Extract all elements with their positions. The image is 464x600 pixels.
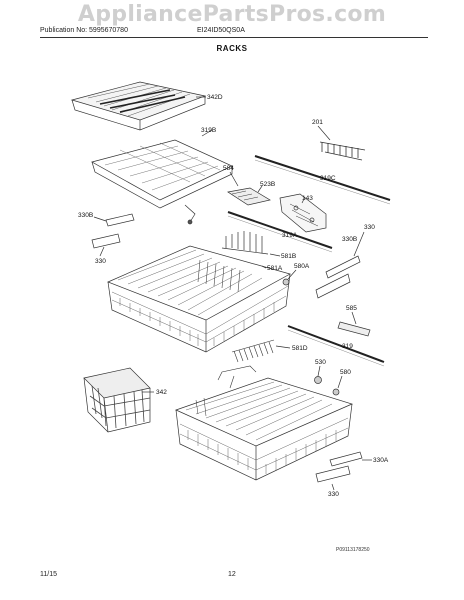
- leader-143: [301, 196, 306, 204]
- upper-dish-rack: [107, 245, 291, 353]
- rack-adjuster-parts: [227, 187, 327, 233]
- label-330-left: 330: [95, 258, 106, 265]
- leader-330B-left: [93, 216, 107, 222]
- diagram-id: P09113178250: [336, 547, 370, 553]
- label-584: 584: [223, 165, 234, 172]
- end-cap-330-left: [91, 233, 121, 249]
- label-319B: 319B: [201, 127, 216, 134]
- watermark: AppliancePartsPros.com: [77, 2, 387, 27]
- rail-319: [287, 325, 385, 363]
- publication-number: Publication No: 5995670780: [40, 27, 128, 34]
- label-580: 580: [340, 369, 351, 376]
- leader-319B: [201, 129, 213, 137]
- label-319C: 319C: [320, 175, 336, 182]
- label-523B: 523B: [260, 181, 275, 188]
- leader-584: [229, 171, 239, 187]
- label-342D: 342D: [207, 94, 223, 101]
- label-530: 530: [315, 359, 326, 366]
- lower-dish-rack: [175, 365, 354, 481]
- label-330A: 330A: [373, 457, 389, 464]
- label-342: 342: [156, 389, 167, 396]
- leader-330-right-top: [353, 231, 365, 257]
- page-number: 12: [228, 571, 236, 578]
- rail-319A: [227, 211, 333, 249]
- part-530: [314, 376, 322, 384]
- end-cap-330-bottom: [315, 465, 351, 483]
- leader-581D: [275, 345, 291, 349]
- label-330B-left: 330B: [78, 212, 93, 219]
- end-cap-330B-right: [325, 255, 361, 279]
- label-330-right: 330: [364, 224, 375, 231]
- upper-rack-frame: [91, 139, 233, 225]
- footer-date: 11/15: [40, 571, 57, 578]
- tine-row-581D: [231, 339, 275, 363]
- upper-cutlery-tray: [70, 81, 207, 131]
- page-title: RACKS: [216, 44, 248, 53]
- end-cap-330B-left: [105, 213, 135, 227]
- leader-530: [317, 365, 321, 377]
- model-number: EI24ID50QS0A: [197, 27, 245, 34]
- wheel-580: [332, 388, 340, 396]
- leader-330-bottom: [331, 483, 335, 491]
- leader-580: [337, 375, 343, 389]
- leader-585: [351, 311, 357, 325]
- label-330B-right: 330B: [342, 236, 357, 243]
- leader-581B: [269, 253, 281, 257]
- label-581A: 581A: [267, 265, 283, 272]
- label-319: 319: [342, 343, 353, 350]
- end-cap-330A: [329, 451, 363, 467]
- tine-row-581B: [221, 231, 269, 255]
- leader-523B: [257, 185, 263, 193]
- label-201: 201: [312, 119, 323, 126]
- end-cap-330-right: [315, 273, 351, 299]
- label-319A: 319A: [282, 232, 298, 239]
- silverware-basket: [83, 367, 151, 433]
- wheel-580A: [282, 278, 290, 286]
- label-581D: 581D: [292, 345, 308, 352]
- tine-assembly-201: [319, 141, 366, 161]
- rail-319C: [254, 155, 391, 201]
- label-143: 143: [302, 195, 313, 202]
- label-581B: 581B: [281, 253, 296, 260]
- label-585: 585: [346, 305, 357, 312]
- part-585: [337, 321, 371, 337]
- label-330-bottom: 330: [328, 491, 339, 498]
- label-580A: 580A: [294, 263, 310, 270]
- leader-201: [317, 125, 331, 141]
- header-divider: [40, 37, 428, 38]
- leader-330-left: [99, 246, 105, 257]
